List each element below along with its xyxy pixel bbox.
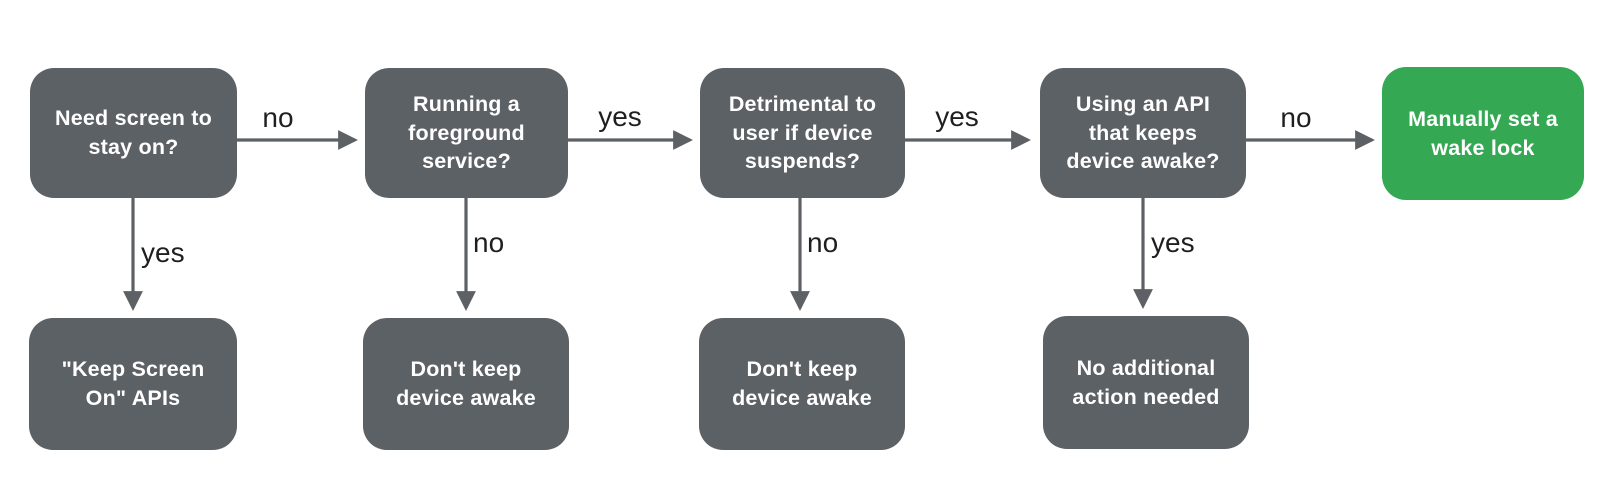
node-no-additional-action: No additional action needed <box>1043 316 1249 449</box>
node-manually-set-wake-lock: Manually set a wake lock <box>1382 67 1584 200</box>
node-label: Using an API that keeps device awake? <box>1066 92 1220 174</box>
node-label: No additional action needed <box>1072 355 1220 409</box>
node-label: Don't keep device awake <box>732 357 872 410</box>
node-label: Running a foreground service? <box>408 92 525 174</box>
node-need-screen-stay-on: Need screen to stay on? <box>30 68 237 198</box>
edge-label-detrimental-yes: yes <box>935 101 979 132</box>
node-label: Don't keep device awake <box>396 357 536 410</box>
edge-label-detrimental-no: no <box>807 227 839 258</box>
edge-label-screen-no: no <box>262 102 294 133</box>
node-using-api-keeps-awake: Using an API that keeps device awake? <box>1040 68 1246 198</box>
node-label: "Keep Screen On" APIs <box>61 357 205 410</box>
node-label: Detrimental to user if device suspends? <box>728 92 877 174</box>
edge-label-screen-yes: yes <box>141 237 185 268</box>
node-dont-keep-device-awake-1: Don't keep device awake <box>363 318 569 450</box>
node-label: Manually set a wake lock <box>1408 106 1558 160</box>
node-dont-keep-device-awake-2: Don't keep device awake <box>699 318 905 450</box>
edge-label-api-yes: yes <box>1151 227 1195 258</box>
node-detrimental-if-suspends: Detrimental to user if device suspends? <box>700 68 905 198</box>
edge-label-fgs-no: no <box>473 227 505 258</box>
node-keep-screen-on-apis: "Keep Screen On" APIs <box>29 318 237 450</box>
node-running-foreground-service: Running a foreground service? <box>365 68 568 198</box>
edge-label-api-no: no <box>1280 102 1312 133</box>
node-label: Need screen to stay on? <box>55 106 212 159</box>
edge-label-fgs-yes: yes <box>598 101 642 132</box>
